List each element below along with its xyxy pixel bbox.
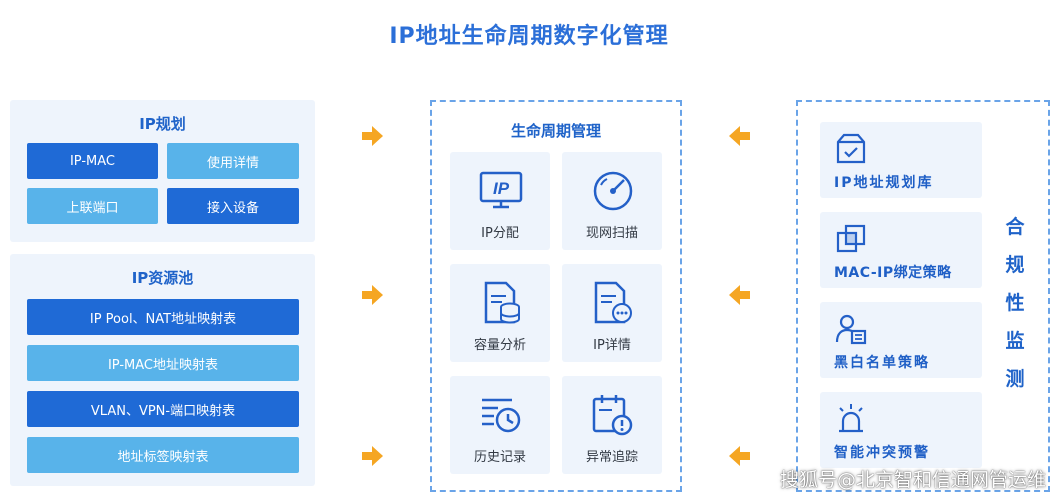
archive-box-icon	[836, 133, 866, 164]
ip-planning-panel: IP规划 IP-MAC 使用详情 上联端口 接入设备	[10, 100, 315, 242]
arrow-left-icon	[729, 126, 750, 146]
tile-conflict-warning: 智能冲突预警	[820, 392, 982, 468]
tile-label: 现网扫描	[585, 226, 638, 241]
tile-history: 历史记录	[450, 376, 550, 474]
pool-nat-tag: IP Pool、NAT地址映射表	[27, 299, 299, 335]
tile-ip-plan-library: IP地址规划库	[820, 122, 982, 198]
history-clock-icon	[482, 398, 521, 433]
database-document-icon	[484, 281, 520, 324]
alert-calendar-icon	[592, 395, 633, 436]
tile-capacity-analysis: 容量分析	[450, 264, 550, 362]
user-list-icon	[835, 314, 867, 345]
tile-label: 历史记录	[473, 450, 526, 465]
tile-label: MAC-IP绑定策略	[834, 265, 952, 281]
tile-mac-ip-binding: MAC-IP绑定策略	[820, 212, 982, 288]
tile-label: IP地址规划库	[834, 175, 934, 191]
tile-anomaly-tracking: 异常追踪	[562, 376, 662, 474]
arrow-left-icon	[729, 285, 750, 305]
page-title: IP地址生命周期数字化管理	[389, 24, 669, 49]
ip-planning-title: IP规划	[139, 115, 186, 133]
compliance-vertical-title: 合 规 性 监 测	[1000, 208, 1030, 398]
tile-label: 容量分析	[473, 338, 526, 353]
vertical-char: 规	[1005, 254, 1025, 276]
document-detail-icon	[594, 281, 632, 324]
scan-gauge-icon	[593, 171, 633, 211]
lifecycle-box: 生命周期管理 IP IP分配 现网扫描 容量分析	[430, 100, 682, 492]
vertical-char: 合	[1005, 216, 1025, 238]
watermark: 搜狐号@北京智和信通网管运维	[779, 469, 1046, 491]
arrow-right-icon	[362, 446, 383, 466]
arrow-left-icon	[729, 446, 750, 466]
vlan-vpn-tag: VLAN、VPN-端口映射表	[27, 391, 299, 427]
tile-label: IP详情	[593, 338, 631, 353]
vertical-char: 测	[1005, 368, 1025, 390]
tile-label: 异常追踪	[585, 450, 638, 465]
ip-pool-panel: IP资源池 IP Pool、NAT地址映射表 IP-MAC地址映射表 VLAN、…	[10, 254, 315, 486]
tile-label: 智能冲突预警	[834, 445, 930, 461]
ip-monitor-icon: IP	[479, 171, 523, 209]
lifecycle-title: 生命周期管理	[510, 122, 601, 140]
usage-detail-tag: 使用详情	[167, 143, 299, 179]
vertical-char: 性	[1005, 292, 1025, 314]
tile-black-white-list: 黑白名单策略	[820, 302, 982, 378]
ip-mac-tag: IP-MAC	[27, 143, 158, 179]
arrow-right-icon	[362, 126, 383, 146]
access-device-tag: 接入设备	[167, 188, 299, 224]
tile-ip-detail: IP详情	[562, 264, 662, 362]
vertical-char: 监	[1005, 330, 1025, 352]
tile-network-scan: 现网扫描	[562, 152, 662, 250]
arrow-right-icon	[362, 285, 383, 305]
tile-label: 黑白名单策略	[834, 355, 930, 371]
uplink-port-tag: 上联端口	[27, 188, 158, 224]
svg-text:IP: IP	[493, 179, 510, 198]
tile-label: IP分配	[481, 226, 519, 241]
binding-squares-icon	[836, 224, 866, 253]
ip-pool-title: IP资源池	[131, 269, 194, 287]
tile-ip-allocation: IP IP分配	[450, 152, 550, 250]
compliance-box: IP地址规划库 MAC-IP绑定策略 黑白名单策略 智能冲突预警 合	[796, 100, 1050, 492]
alarm-light-icon	[839, 404, 863, 433]
address-label-tag: 地址标签映射表	[27, 437, 299, 473]
ip-mac-map-tag: IP-MAC地址映射表	[27, 345, 299, 381]
